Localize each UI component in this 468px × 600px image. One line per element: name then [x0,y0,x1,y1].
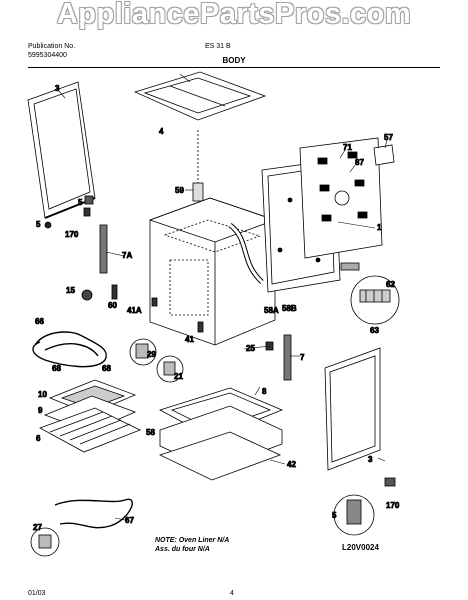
callout-3-side-panel-left: 3 [55,84,60,93]
callout-170-bracket: 170 [65,230,79,239]
callout-9-broiler-insert: 9 [38,406,43,415]
leg-bracket [384,477,396,487]
callout-68-element-left: 68 [52,364,61,373]
leveling-leg-detail [333,494,375,536]
callout-68-element-right: 68 [102,364,111,373]
clip-41 [197,321,204,333]
warning-label [373,144,395,166]
callout-41a-clip: 41A [127,306,142,315]
screw-bracket [83,195,94,217]
callout-58-drawer: 58 [146,428,155,437]
callout-41-clip: 41 [185,335,194,344]
terminal-connector [340,262,360,271]
screw-left [44,221,52,229]
side-panel-right [324,347,381,471]
storage-drawer [158,387,284,481]
clip-41a [151,297,158,307]
title-rule [28,67,440,68]
hinge-right [283,334,292,381]
callout-87-insulation: 87 [355,158,364,167]
callout-63-screw: 63 [370,326,379,335]
terminal-block-detail [350,275,400,325]
callout-29-latch: 29 [147,350,156,359]
body-cabinet [148,197,277,346]
callout-27-element-bracket: 27 [33,523,42,532]
publication-label-line1: Publication No. [28,43,76,50]
insulation-panel [299,137,383,259]
latch-detail [129,338,157,366]
leader-lines [57,73,388,521]
callout-66-broil-element: 66 [35,317,44,326]
bake-element [54,498,133,529]
callout-57-label: 57 [384,133,393,142]
footer-page-number: 4 [230,590,234,597]
callout-62-terminal-block: 62 [386,280,395,289]
model-number: ES 31 B [205,43,231,50]
callout-10-broiler-pan: 10 [38,390,47,399]
callout-6-oven-rack: 6 [36,434,41,443]
callout-8-drawer-liner: 8 [262,387,267,396]
sensor-probe [111,284,118,300]
callout-59-vent: 59 [175,186,184,195]
callout-58a: 58A [264,306,279,315]
callout-71-insulation: 71 [343,143,352,152]
oven-rack [39,407,141,453]
callout-170-leg-bracket: 170 [386,501,400,510]
watermark: AppliancePartsPros.com [56,0,412,30]
hinge-left [99,224,108,274]
note-line-english: NOTE: Oven Liner N/A [155,537,230,544]
oven-liner-note: NOTE: Oven Liner N/A Ass. du four N/A [155,536,229,554]
diagram-code: L20V0024 [342,543,379,552]
section-title: BODY [222,56,246,65]
callout-15-socket: 15 [66,286,75,295]
callout-58b: 58B [282,304,297,313]
publication-number: 5995304400 [28,52,67,59]
footer-date: 01/03 [28,590,46,597]
callout-3-side-panel-right: 3 [368,455,373,464]
vent-tube [192,130,204,202]
note-line-french: Ass. du four N/A [155,546,210,553]
publication-label: Publication No. 5995304400 [28,42,75,60]
bracket-detail [156,355,184,383]
callout-60-sensor: 60 [108,301,117,310]
element-bracket-detail [30,527,60,557]
callout-67-bake-element: 67 [125,516,134,525]
callout-5-leveling-leg: 5 [332,511,337,520]
callout-25-spacer: 25 [246,344,255,353]
callout-7a-hinge: 7A [122,251,132,260]
callout-5-screw-lower: 5 [36,220,41,229]
callout-7-hinge: 7 [300,353,305,362]
broil-element [32,331,107,368]
top-cover [133,71,267,121]
callout-42-drawer-bottom: 42 [287,460,296,469]
callout-4-top-cover: 4 [159,127,164,136]
callout-21-bracket: 21 [174,372,183,381]
light-socket [81,289,93,301]
callout-1-back-panel: 1 [377,223,382,232]
callout-5-screw: 5 [78,198,83,207]
